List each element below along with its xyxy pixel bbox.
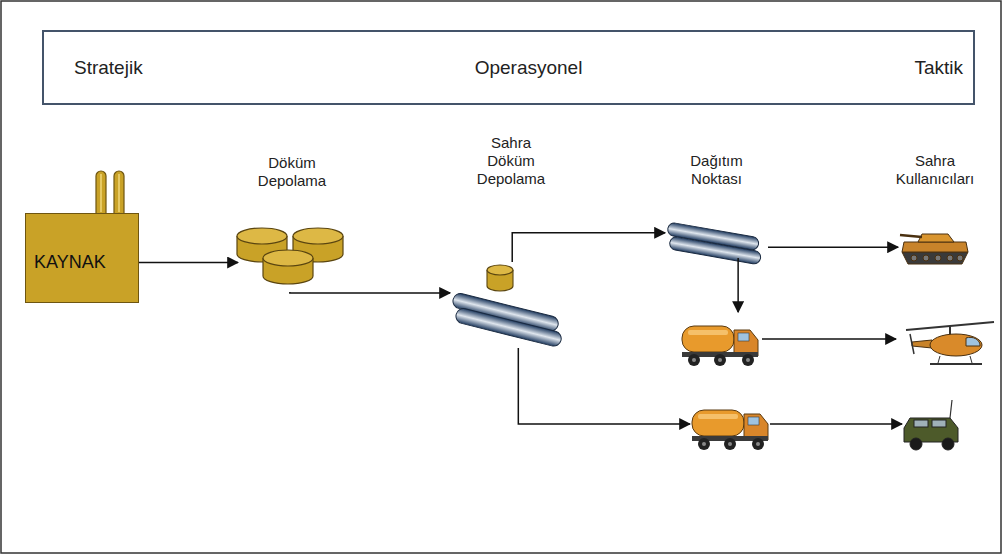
helicopter xyxy=(906,322,994,364)
flow-arrow xyxy=(762,338,896,340)
level-band: Stratejik Operasyonel Taktik xyxy=(42,30,975,105)
level-label: Operasyonel xyxy=(475,57,583,79)
flow-arrow xyxy=(139,262,238,264)
humvee xyxy=(904,400,958,450)
node-label: KAYNAK xyxy=(34,252,106,273)
node-heading: Döküm Depolama xyxy=(249,154,335,190)
flow-arrow xyxy=(768,246,898,248)
field-users: Sahra Kullanıcıları xyxy=(898,228,972,268)
flow-arrow xyxy=(518,348,690,424)
node-heading: Sahra Kullanıcıları xyxy=(887,152,983,188)
flow-arrow xyxy=(770,423,902,425)
level-label: Stratejik xyxy=(74,57,143,79)
field-bulk-storage: Sahra Döküm Depolama xyxy=(450,262,572,348)
node-heading: Sahra Döküm Depolama xyxy=(469,134,553,188)
helicopter xyxy=(896,318,996,372)
flow-arrow xyxy=(512,233,665,262)
bulk-storage: Döküm Depolama xyxy=(238,226,346,292)
distribution-point: Dağıtım Noktası xyxy=(665,222,768,258)
tanker-truck xyxy=(682,326,758,366)
tanker-truck xyxy=(678,312,762,366)
flow-arrow xyxy=(290,291,450,293)
field-storage xyxy=(451,265,562,348)
node-heading: Dağıtım Noktası xyxy=(674,152,760,188)
tanker-truck xyxy=(692,410,768,450)
chimneys xyxy=(96,171,124,214)
distribution-bladders xyxy=(667,222,762,265)
storage-tanks xyxy=(237,228,343,284)
tanker-truck xyxy=(690,398,770,450)
flow-arrow xyxy=(737,258,739,312)
level-label: Taktik xyxy=(914,57,963,79)
humvee xyxy=(902,400,962,452)
battle-tank xyxy=(900,234,968,264)
source-box: KAYNAK xyxy=(25,213,139,303)
